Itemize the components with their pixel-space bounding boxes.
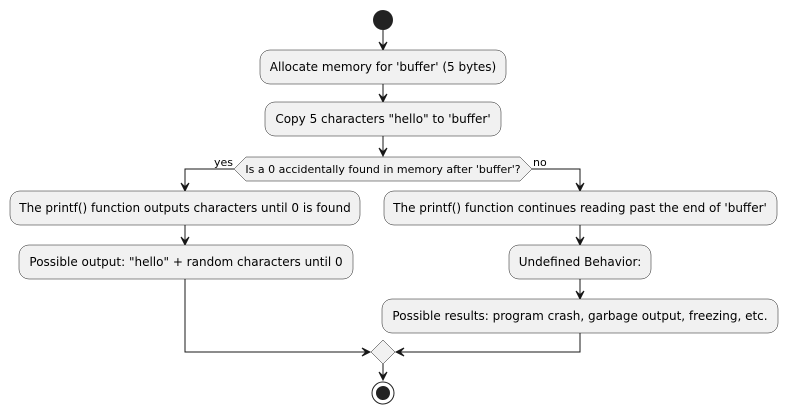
output-hello-label: Possible output: "hello" + random charac…	[29, 255, 342, 269]
start-node	[373, 10, 393, 30]
copy-node: Copy 5 characters "hello" to 'buffer'	[264, 101, 502, 137]
decision-node: Is a 0 accidentally found in memory afte…	[233, 156, 533, 182]
arrowhead	[575, 236, 585, 247]
printf-found-node: The printf() function outputs characters…	[9, 190, 361, 226]
arrowhead	[378, 41, 388, 52]
arrowhead	[180, 236, 190, 247]
allocate-node: Allocate memory for 'buffer' (5 bytes)	[259, 49, 507, 85]
results-label: Possible results: program crash, garbage…	[392, 309, 767, 323]
printf-past-node: The printf() function continues reading …	[383, 190, 778, 226]
arrowhead	[378, 93, 388, 104]
arrowhead	[180, 182, 190, 193]
printf-found-label: The printf() function outputs characters…	[18, 201, 350, 215]
arrowhead	[575, 290, 585, 301]
output-hello-node: Possible output: "hello" + random charac…	[18, 244, 354, 280]
edge-decision-yes	[184, 168, 234, 189]
edge-output-merge	[184, 279, 370, 353]
edges	[180, 30, 585, 382]
arrowhead	[378, 147, 388, 158]
edge-decision-no	[532, 168, 581, 189]
undefined-node: Undefined Behavior:	[508, 244, 652, 280]
merge-node	[370, 339, 396, 365]
undefined-label: Undefined Behavior:	[519, 255, 641, 269]
decision-label: Is a 0 accidentally found in memory afte…	[245, 163, 520, 176]
results-node: Possible results: program crash, garbage…	[381, 298, 779, 334]
arrowhead	[378, 371, 388, 382]
branch-yes-label: yes	[214, 156, 233, 169]
arrowhead	[361, 347, 372, 357]
printf-past-label: The printf() function continues reading …	[392, 201, 767, 215]
arrowhead	[394, 347, 405, 357]
copy-label: Copy 5 characters "hello" to 'buffer'	[275, 112, 490, 126]
branch-no-label: no	[533, 156, 547, 169]
edge-results-merge	[396, 333, 581, 353]
arrowhead	[575, 182, 585, 193]
allocate-label: Allocate memory for 'buffer' (5 bytes)	[270, 60, 496, 74]
end-node	[371, 381, 395, 405]
